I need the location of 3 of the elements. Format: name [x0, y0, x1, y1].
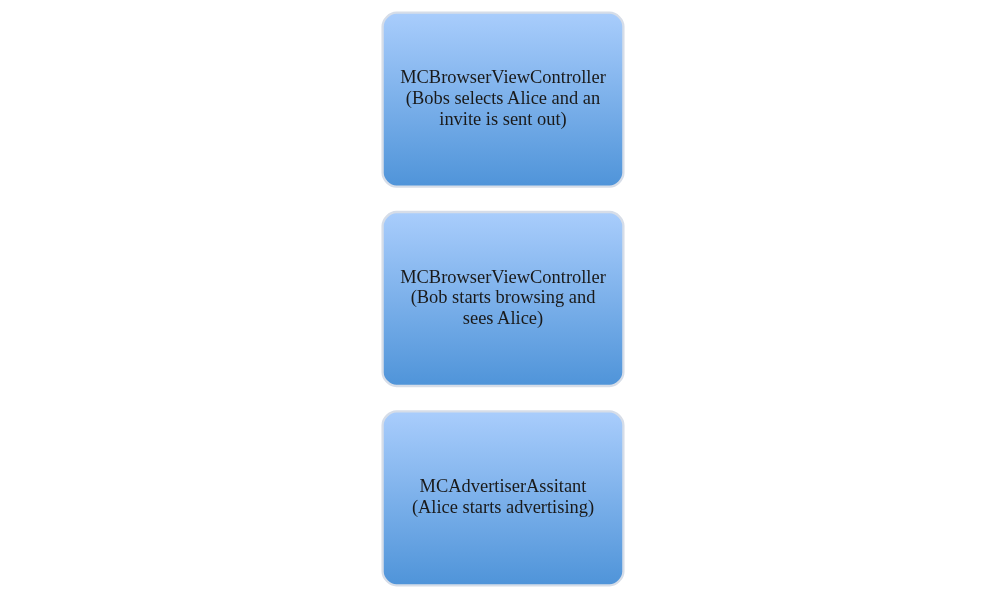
node-box: MCBrowserViewController (Bobs selects Alice and an invite is sent out)	[381, 11, 625, 188]
node-box: MCAdvertiserAssitant (Alice starts advertising)	[381, 410, 625, 587]
node-box: MCBrowserViewController (Bob starts browsing and sees Alice)	[381, 210, 625, 388]
